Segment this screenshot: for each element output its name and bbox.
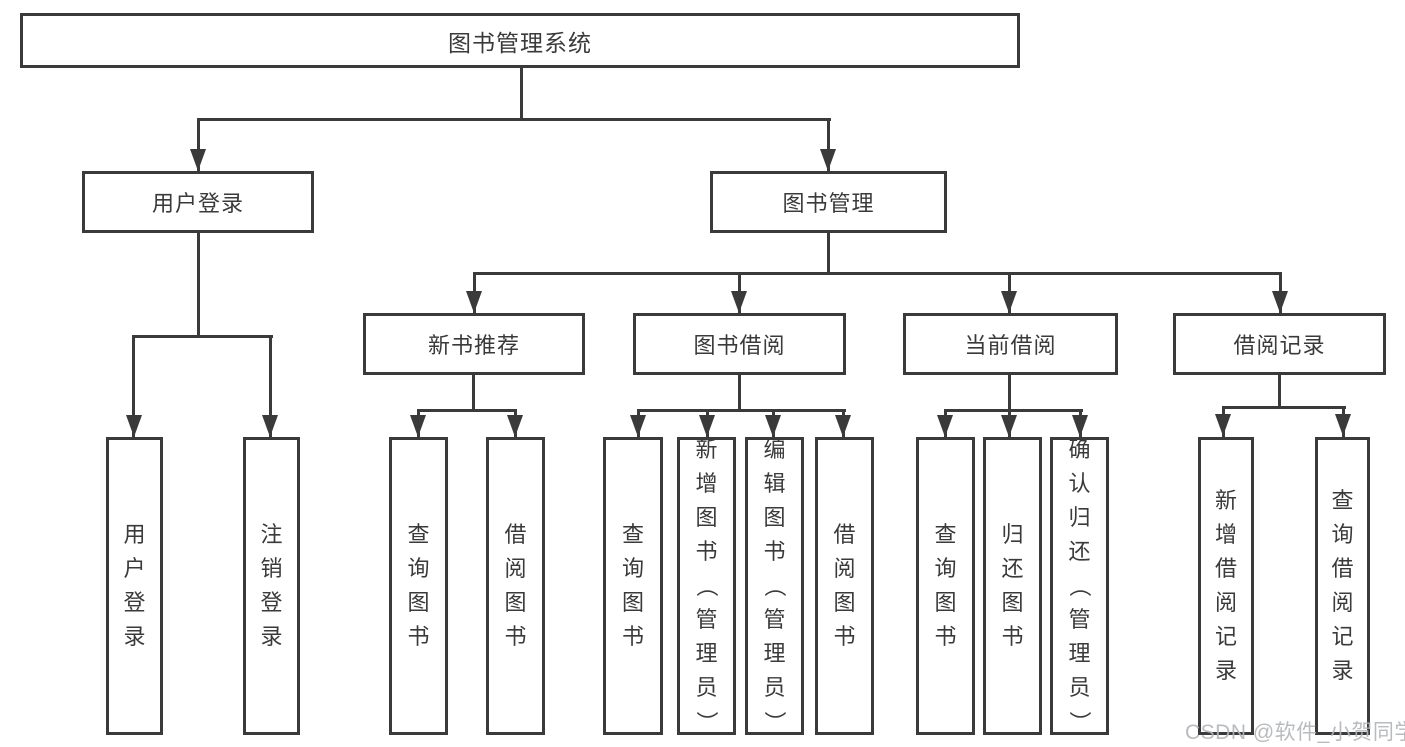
arrowhead	[1001, 291, 1017, 313]
leaf-borrow-books: 借阅图书	[815, 437, 874, 735]
node-user-login: 用户登录	[82, 171, 314, 233]
leaf-label: 借阅图书	[833, 522, 856, 649]
leaf-label: 查询图书	[407, 522, 430, 649]
arrowhead	[126, 415, 142, 437]
node-label: 当前借阅	[964, 333, 1057, 358]
leaf-add-books-admin: 新增图书（管理员）	[677, 437, 736, 735]
leaf-label: 确认归还（管理员）	[1067, 437, 1093, 734]
leaf-add-borrow-record: 新增借阅记录	[1198, 437, 1254, 735]
connector-line	[944, 409, 1083, 412]
arrowhead	[410, 415, 426, 437]
connector-line	[197, 118, 831, 121]
connector-line	[738, 375, 741, 412]
connector-line	[1278, 375, 1281, 409]
arrowhead	[1072, 415, 1088, 437]
arrowhead	[190, 149, 206, 171]
leaf-user-login: 用户登录	[106, 437, 163, 735]
leaf-label: 借阅图书	[504, 522, 527, 649]
node-label: 新书推荐	[427, 333, 520, 358]
leaf-query-borrow-record: 查询借阅记录	[1315, 437, 1370, 735]
connector-line	[417, 409, 517, 412]
node-book-management: 图书管理	[710, 171, 947, 233]
leaf-label: 注销登录	[260, 522, 283, 649]
leaf-return-books: 归还图书	[983, 437, 1042, 735]
connector-line	[197, 233, 200, 338]
node-new-book-recommendation: 新书推荐	[363, 313, 585, 375]
connector-line	[637, 409, 846, 412]
arrowhead	[765, 415, 781, 437]
connector-line	[197, 118, 200, 171]
connector-line	[1008, 375, 1011, 412]
arrowhead	[937, 415, 953, 437]
csdn-watermark: CSDN @软件_小贺同学	[1185, 721, 1405, 744]
arrowhead	[1001, 415, 1017, 437]
arrowhead	[835, 415, 851, 437]
connector-line	[269, 335, 272, 437]
arrowhead	[1272, 291, 1288, 313]
leaf-logout: 注销登录	[243, 437, 300, 735]
leaf-label: 查询图书	[934, 522, 957, 649]
connector-line	[132, 335, 135, 437]
node-current-borrowing: 当前借阅	[903, 313, 1118, 375]
connector-line	[473, 272, 1282, 275]
connector-line	[827, 118, 830, 171]
node-label: 图书借阅	[693, 333, 786, 358]
arrowhead	[731, 291, 747, 313]
node-book-borrowing: 图书借阅	[633, 313, 846, 375]
leaf-label: 编辑图书（管理员）	[762, 437, 788, 734]
leaf-query-books-recommend: 查询图书	[389, 437, 448, 735]
node-library-management-system: 图书管理系统	[20, 13, 1020, 68]
connector-line	[472, 375, 475, 412]
arrowhead	[820, 149, 836, 171]
leaf-confirm-return-admin: 确认归还（管理员）	[1050, 437, 1109, 735]
leaf-label: 用户登录	[123, 522, 146, 649]
connector-line	[132, 335, 273, 338]
leaf-query-books-borrowing: 查询图书	[603, 437, 663, 735]
node-label: 图书管理系统	[448, 29, 592, 56]
arrowhead	[1215, 414, 1231, 436]
node-label: 借阅记录	[1233, 333, 1326, 358]
leaf-label: 查询图书	[621, 522, 644, 649]
leaf-label: 查询借阅记录	[1331, 488, 1354, 683]
node-borrowing-records: 借阅记录	[1173, 313, 1386, 375]
arrowhead	[699, 415, 715, 437]
leaf-borrow-books-recommend: 借阅图书	[486, 437, 545, 735]
arrowhead	[507, 415, 523, 437]
connector-line	[1222, 406, 1346, 409]
leaf-query-books-current: 查询图书	[916, 437, 975, 735]
leaf-edit-books-admin: 编辑图书（管理员）	[745, 437, 804, 735]
arrowhead	[262, 415, 278, 437]
arrowhead	[630, 415, 646, 437]
connector-line	[520, 68, 523, 121]
leaf-label: 新增图书（管理员）	[694, 437, 720, 734]
leaf-label: 归还图书	[1001, 522, 1024, 649]
connector-line	[827, 233, 830, 275]
node-label: 图书管理	[782, 191, 875, 216]
arrowhead	[1335, 414, 1351, 436]
arrowhead	[466, 291, 482, 313]
leaf-label: 新增借阅记录	[1214, 488, 1237, 683]
node-label: 用户登录	[151, 191, 244, 216]
